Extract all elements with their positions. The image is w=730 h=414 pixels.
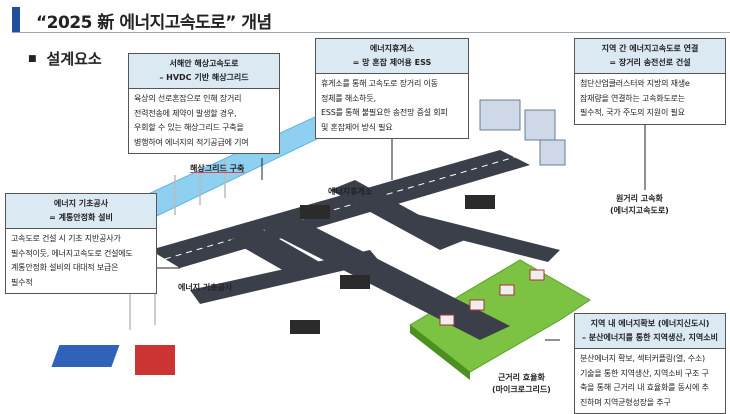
microgrid-land-side bbox=[410, 325, 470, 380]
section-title: 설계요소 bbox=[46, 50, 102, 68]
box-line: 계통안정화 설비의 대대적 보급은 bbox=[11, 263, 119, 272]
box-title: 에너지 기초공사 bbox=[53, 199, 109, 208]
box-subtitle: – HVDC 기반 해상그리드 bbox=[159, 73, 249, 82]
solar-panels bbox=[51, 345, 120, 367]
box-subtitle: = 망 혼잡 제어용 ESS bbox=[352, 58, 432, 67]
label-line: 원거리 고속화 bbox=[615, 194, 663, 203]
box-line: 육상의 선로혼잡으로 인해 장거리 bbox=[134, 94, 242, 103]
box-line: 휴게소를 통해 고속도로 장거리 이동 bbox=[321, 79, 438, 88]
title-divider bbox=[12, 32, 730, 33]
energy-highway-illustration bbox=[51, 99, 646, 380]
label-line: 근거리 효율화 bbox=[497, 373, 545, 382]
box-line: 전력전송에 제약이 발생할 경우, bbox=[134, 108, 237, 118]
box-title: 지역 간 에너지고속도로 연결 bbox=[601, 44, 699, 53]
bullet-icon: ■ bbox=[28, 54, 37, 64]
box-line: 진하며 지역균형성장을 추구 bbox=[580, 397, 671, 407]
ess-batteries bbox=[290, 195, 495, 334]
box-line: 우회할 수 있는 해상그리드 구축을 bbox=[134, 123, 244, 132]
cross-road-2 bbox=[255, 212, 510, 340]
page-title: “2025 新 에너지고속도로” 개념 bbox=[36, 13, 272, 33]
box-title: 서해안 해상고속도로 bbox=[169, 59, 239, 68]
box-title: 지역 내 에너지확보 (에너지신도시) bbox=[590, 319, 710, 328]
label-line: (마이크로그리드) bbox=[492, 385, 551, 394]
short-distance-label: 근거리 효율화 (마이크로그리드) bbox=[492, 372, 551, 396]
section-heading: ■ 설계요소 bbox=[28, 48, 102, 69]
box-subtitle: = 계통안정화 설비 bbox=[49, 213, 113, 222]
box-line: 첨단산업클러스터와 지방의 재생e bbox=[580, 79, 690, 88]
highway-lane-marking bbox=[164, 156, 516, 260]
offshore-grid-label: 해상그리드 구축 bbox=[190, 164, 245, 173]
box-line: ESS를 통해 불필요한 송전망 증설 회피 bbox=[321, 108, 448, 117]
microgrid-land bbox=[409, 259, 591, 373]
box-line: 필수적이듯, 에너지고속도로 건설에도 bbox=[11, 248, 133, 258]
local-energy-box: 지역 내 에너지확보 (에너지신도시) – 분산에너지를 통한 지역생산, 지역소… bbox=[574, 313, 726, 414]
industrial-cluster bbox=[479, 99, 566, 166]
offshore-highway-box: 서해안 해상고속도로 – HVDC 기반 해상그리드 육상의 선로혼잡으로 인해 … bbox=[128, 53, 280, 154]
interregional-connection-box: 지역 간 에너지고속도로 연결 = 장거리 송전선로 건설 첨단산업클러스터와 지… bbox=[574, 38, 726, 125]
box-line: 고속도로 건설 시 기초 지반공사가 bbox=[11, 234, 121, 243]
box-line: 병행하여 에너지의 적기공급에 기여 bbox=[134, 137, 249, 147]
box-line: 분산에너지 확보, 섹터커플링(열, 수소) bbox=[580, 354, 705, 363]
label-line: (에너지고속도로) bbox=[610, 206, 669, 215]
box-line: 필수적 bbox=[11, 277, 33, 287]
box-line: 축을 통해 근거리 내 효율화를 동시에 추 bbox=[580, 383, 709, 392]
box-line: 및 혼잡제어 방식 필요 bbox=[321, 122, 393, 132]
box-title: 에너지휴게소 bbox=[369, 44, 415, 53]
box-line: 필수적, 국가 주도의 지원이 필요 bbox=[580, 108, 685, 117]
title-accent-bar bbox=[12, 7, 20, 33]
cross-road-5 bbox=[390, 210, 560, 262]
box-line: 잠재량을 연결하는 고속화도로는 bbox=[580, 93, 685, 103]
box-subtitle: = 장거리 송전선로 건설 bbox=[609, 58, 691, 67]
box-subtitle: – 분산에너지를 통한 지역생산, 지역소비 bbox=[582, 333, 718, 342]
box-line: 기술을 통한 지역생산, 지역소비 구조 구 bbox=[580, 368, 709, 378]
long-distance-label: 원거리 고속화 (에너지고속도로) bbox=[610, 193, 669, 217]
energy-rest-area-box: 에너지휴게소 = 망 혼잡 제어용 ESS 휴게소를 통해 고속도로 장거리 이동… bbox=[315, 38, 469, 139]
cross-road-4 bbox=[190, 250, 380, 304]
power-plant bbox=[135, 345, 175, 375]
rest-area-label: 에너지휴게소 bbox=[328, 187, 373, 196]
box-line: 정체를 해소하듯, bbox=[321, 93, 376, 103]
foundation-label: 에너지 기초공사 bbox=[178, 283, 233, 292]
houses bbox=[439, 269, 545, 326]
